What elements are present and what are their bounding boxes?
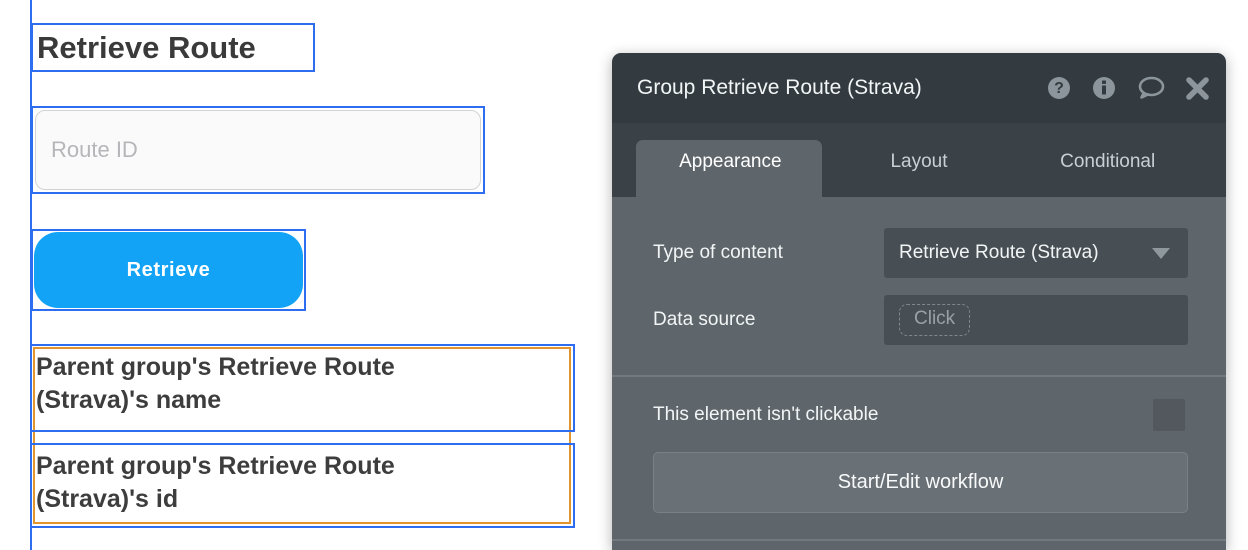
panel-body: Type of content Retrieve Route (Strava) …	[612, 228, 1226, 541]
type-of-content-label: Type of content	[653, 242, 783, 263]
close-icon[interactable]	[1186, 76, 1209, 100]
svg-text:?: ?	[1054, 80, 1064, 97]
route-id-input[interactable]	[35, 110, 481, 190]
dynamic-text-id: Parent group's Retrieve Route (Strava)'s…	[36, 452, 395, 513]
canvas-button-element[interactable]: Retrieve	[31, 229, 306, 311]
tab-appearance-label: Appearance	[679, 151, 782, 172]
clickable-checkbox[interactable]	[1153, 399, 1185, 431]
panel-header-icons: ?	[1047, 76, 1209, 100]
type-of-content-dropdown[interactable]: Retrieve Route (Strava)	[884, 228, 1188, 278]
retrieve-button[interactable]: Retrieve	[34, 232, 303, 308]
start-edit-workflow-button[interactable]: Start/Edit workflow	[653, 452, 1188, 513]
tab-appearance[interactable]: Appearance	[636, 123, 825, 197]
warning-outline	[33, 347, 571, 524]
section-divider-bottom	[612, 539, 1226, 541]
tab-conditional[interactable]: Conditional	[1013, 123, 1202, 197]
dynamic-text-name: Parent group's Retrieve Route (Strava)'s…	[36, 353, 395, 414]
panel-title: Group Retrieve Route (Strava)	[637, 76, 922, 99]
canvas-text-name-element[interactable]: Parent group's Retrieve Route (Strava)'s…	[30, 344, 575, 432]
canvas-input-element[interactable]	[31, 106, 485, 194]
info-icon[interactable]	[1092, 76, 1116, 100]
tab-appearance-bg	[636, 140, 822, 197]
section-divider	[612, 375, 1226, 377]
data-source-label: Data source	[653, 309, 756, 330]
comment-icon[interactable]	[1137, 76, 1165, 100]
clickable-label: This element isn't clickable	[653, 404, 879, 425]
canvas-heading-element[interactable]: Retrieve Route	[31, 23, 315, 72]
clickable-row: This element isn't clickable	[653, 397, 1188, 433]
type-of-content-row: Type of content Retrieve Route (Strava)	[653, 228, 1188, 278]
canvas-text-id-element[interactable]: Parent group's Retrieve Route (Strava)'s…	[30, 443, 575, 528]
chevron-down-icon	[1152, 247, 1170, 259]
tab-layout-label: Layout	[890, 151, 948, 172]
data-source-click-chip[interactable]: Click	[899, 304, 971, 336]
help-icon[interactable]: ?	[1047, 76, 1071, 100]
tab-layout[interactable]: Layout	[825, 123, 1014, 197]
data-source-field[interactable]: Click	[884, 295, 1188, 345]
heading-text: Retrieve Route	[37, 30, 256, 65]
type-of-content-value: Retrieve Route (Strava)	[899, 242, 1099, 263]
property-editor-panel: Group Retrieve Route (Strava) ?	[612, 53, 1226, 550]
panel-header: Group Retrieve Route (Strava) ?	[612, 53, 1226, 123]
tab-conditional-label: Conditional	[1060, 151, 1156, 172]
data-source-row: Data source Click	[653, 295, 1188, 345]
panel-tabbar: Appearance Layout Conditional	[612, 123, 1226, 197]
